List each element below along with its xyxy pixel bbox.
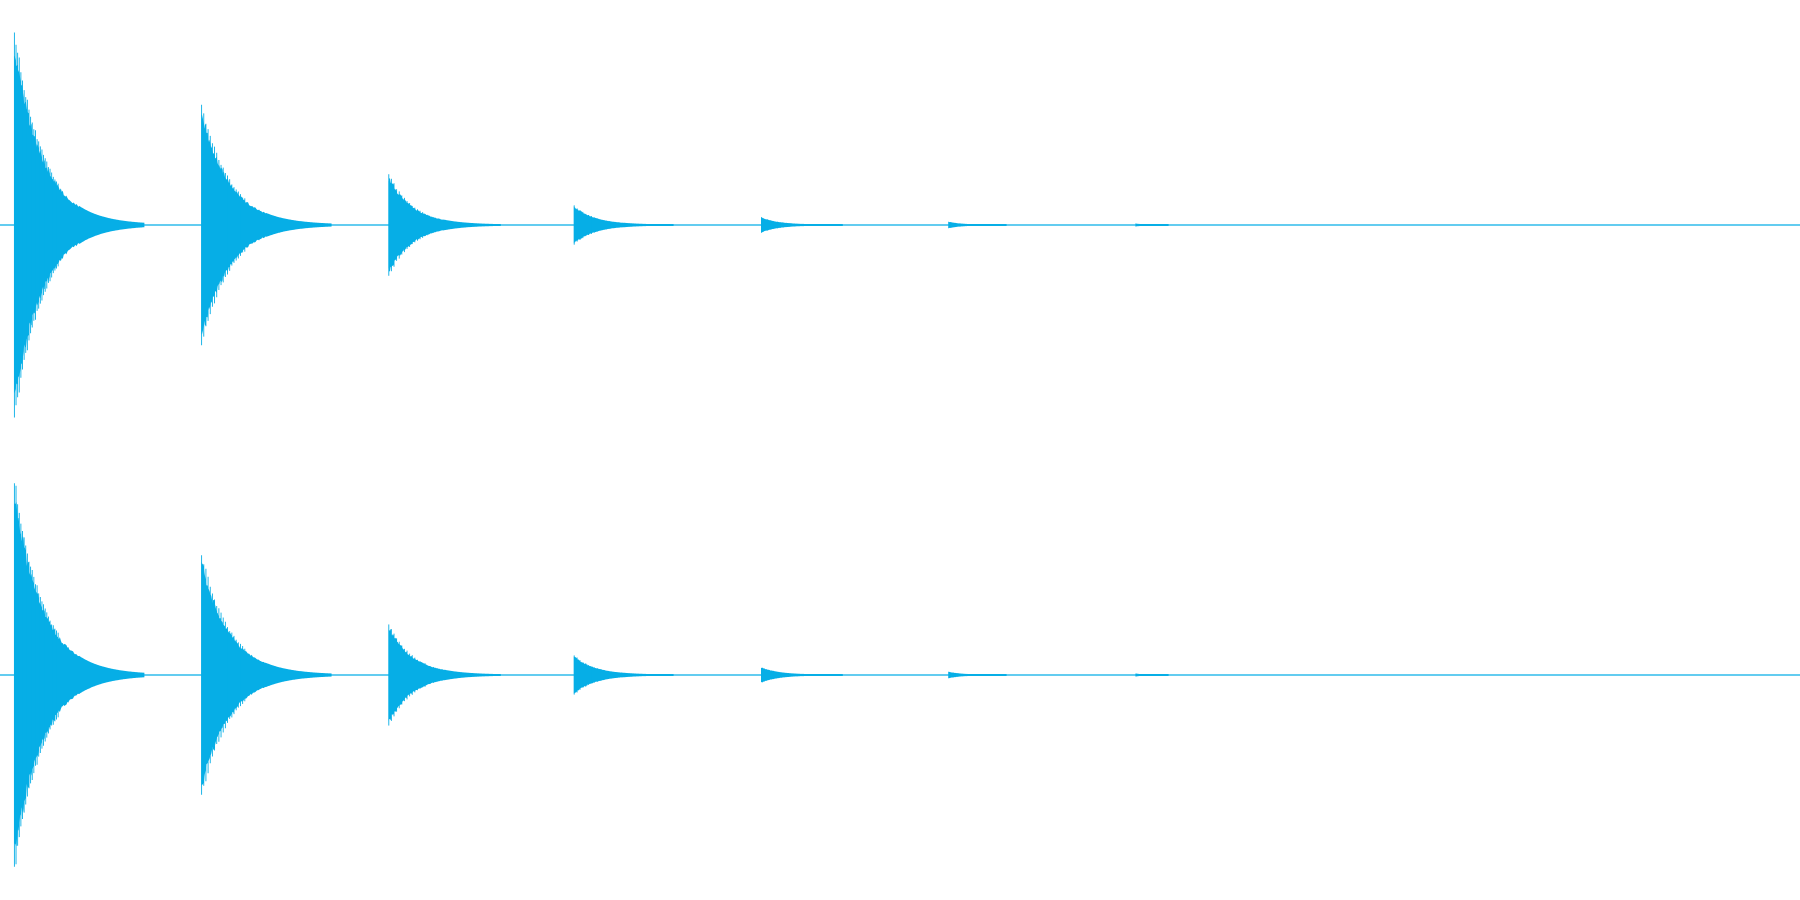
left-burst-6 [948,221,1007,229]
left-burst-2 [201,114,332,335]
left-burst-3 [388,178,501,272]
left-burst-4 [573,206,674,244]
left-burst-5 [761,216,843,234]
left-burst-7 [1135,223,1169,227]
right-burst-6 [948,671,1007,679]
right-burst-2 [201,562,332,786]
right-burst-5 [761,667,843,683]
right-burst-3 [388,628,501,721]
right-burst-7 [1135,673,1169,677]
channel-left [0,32,1800,418]
channel-right [0,483,1800,867]
left-burst-1 [14,56,145,393]
right-burst-1 [14,502,145,847]
right-burst-4 [573,656,674,694]
